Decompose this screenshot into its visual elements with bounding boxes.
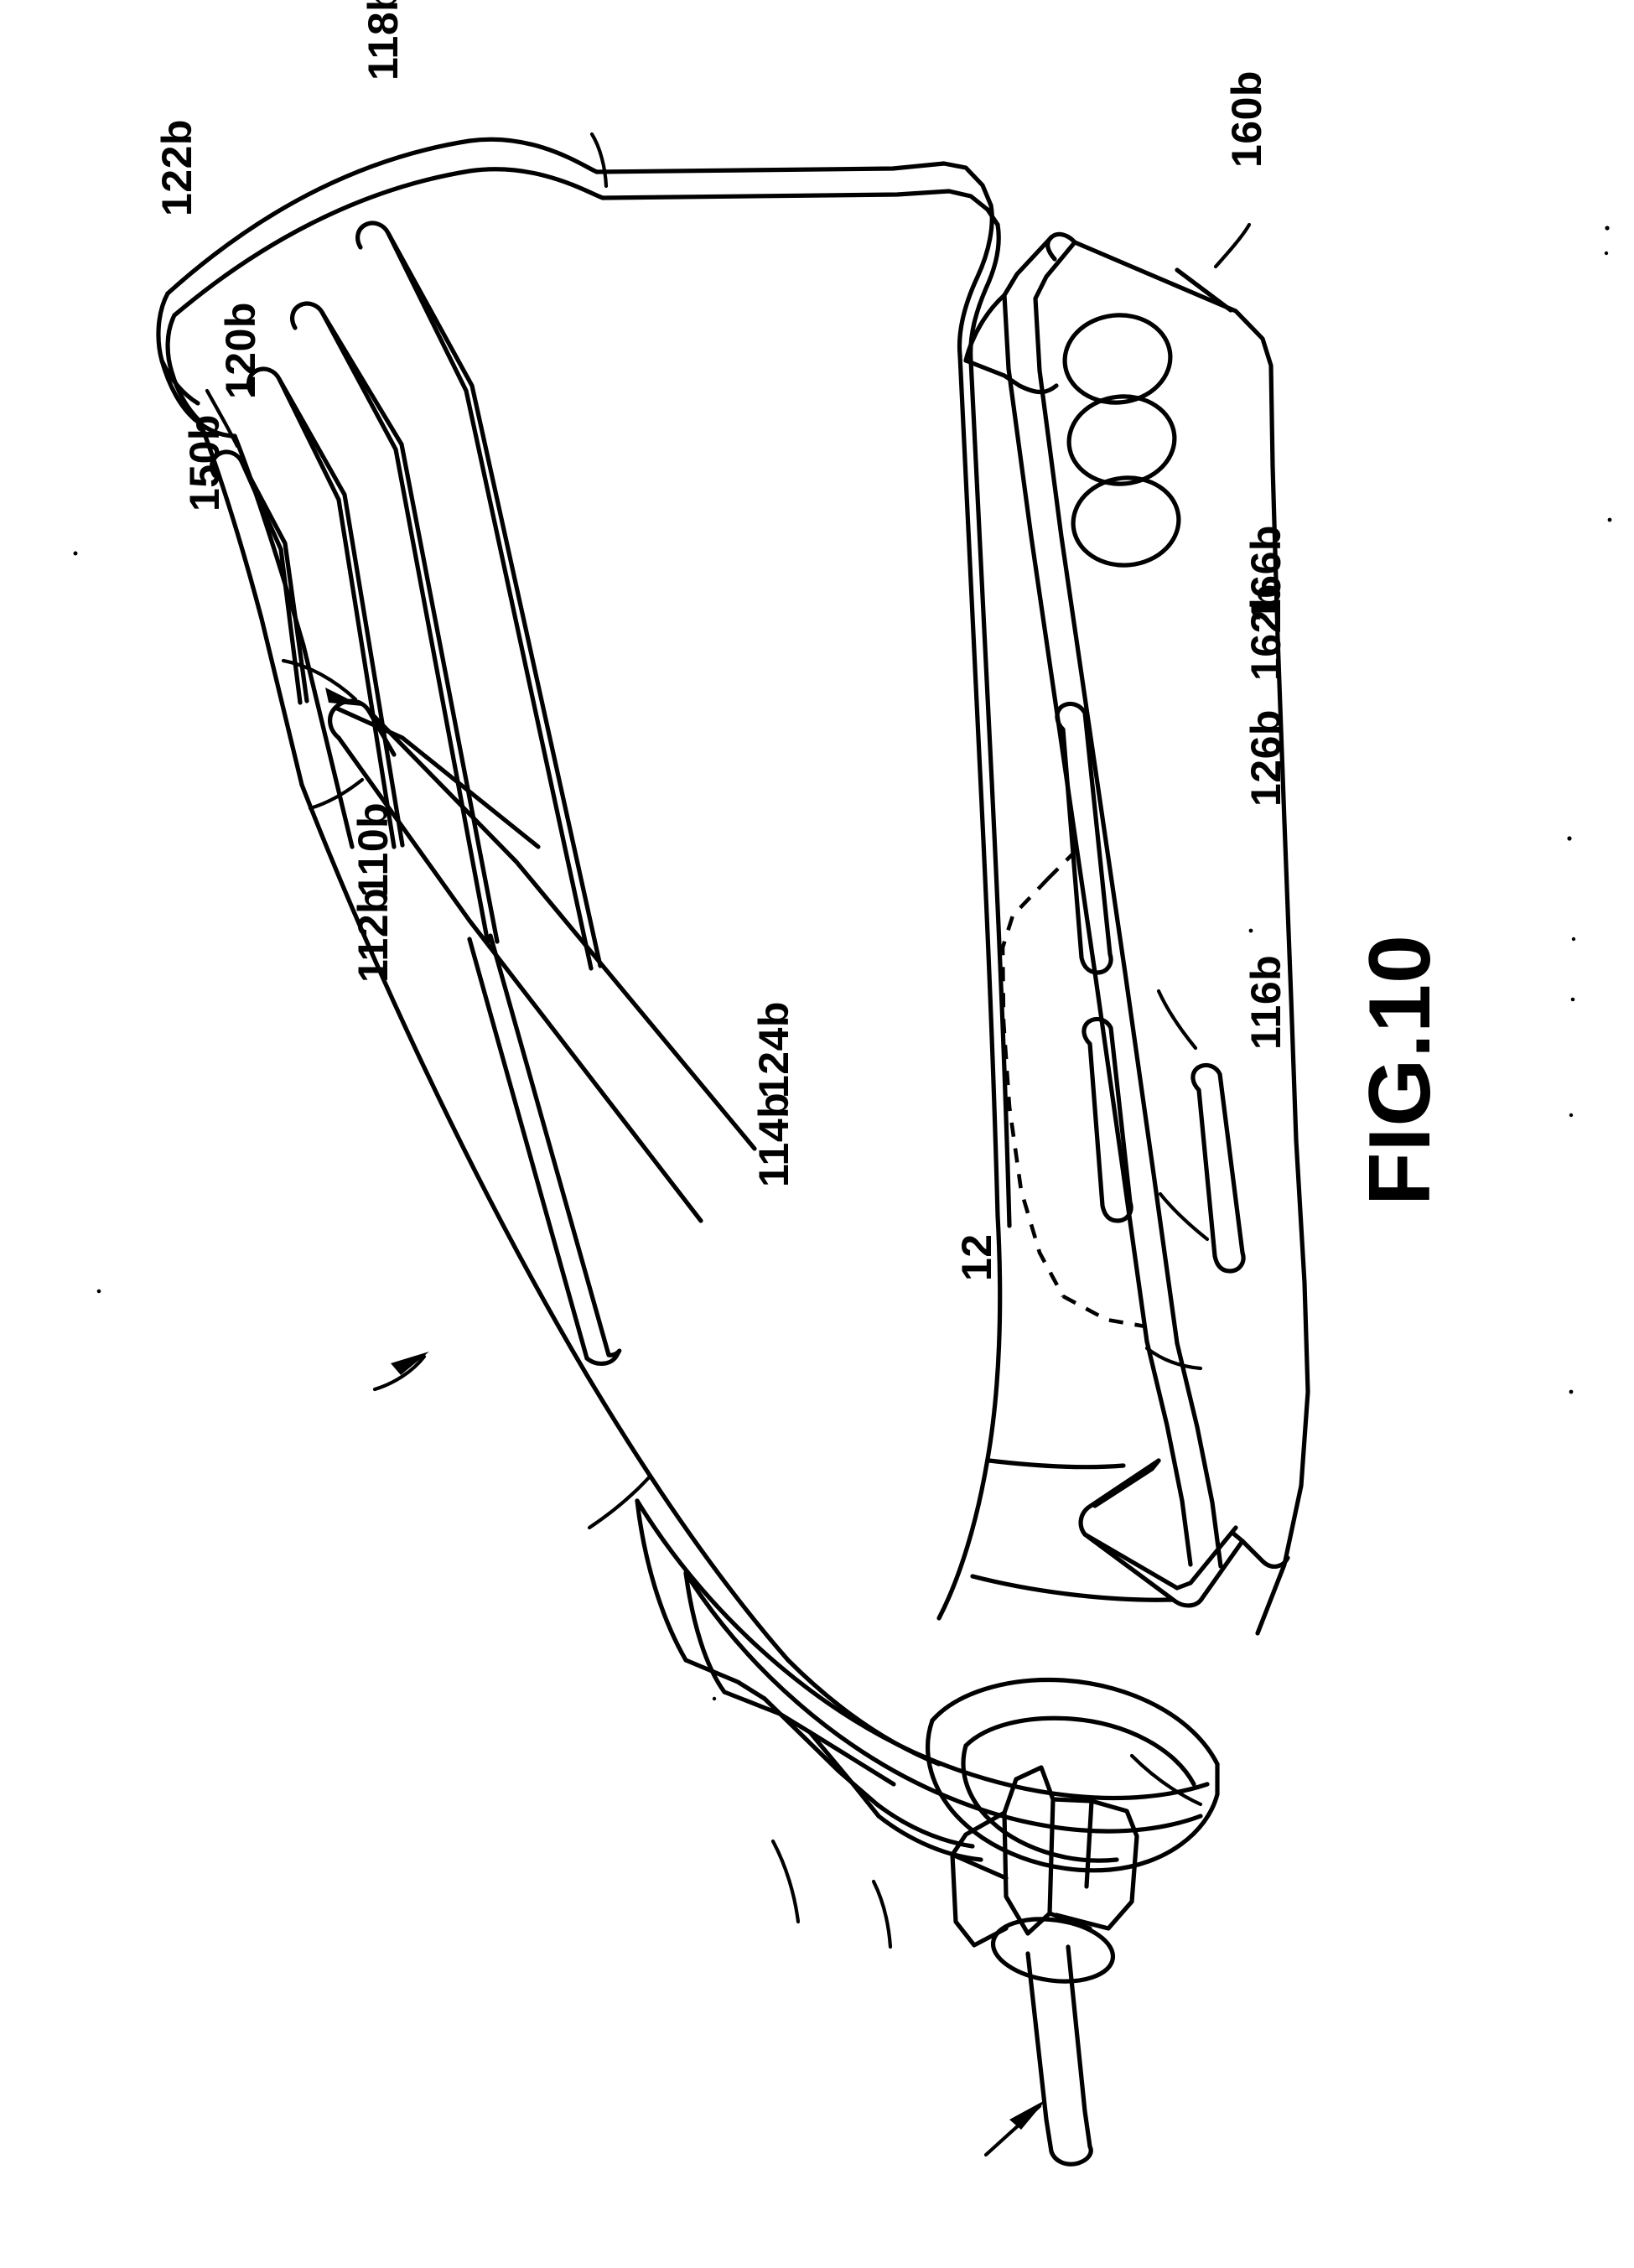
ref-numeral-114b: 114b <box>750 1092 797 1187</box>
scan-artifacts <box>73 226 1612 1701</box>
nose-cone-assembly <box>635 1498 1220 1873</box>
valve-fitting <box>950 1765 1139 1984</box>
fitting-hub <box>990 1917 1116 1984</box>
ref-numeral-112b: 112b <box>350 887 397 983</box>
ref-numeral-118b: 118b <box>360 0 407 80</box>
rear-skirt-126b <box>970 1138 1310 1636</box>
ref-numeral-116b: 116b <box>1242 954 1289 1050</box>
grip-shroud-outline <box>156 137 1001 439</box>
ref-numeral-110b: 110b <box>350 802 397 897</box>
blade-hole-1 <box>1062 313 1173 405</box>
outer-rib-150b <box>328 698 757 1223</box>
ref-numeral-122b: 122b <box>153 119 200 216</box>
ref-numeral-126b: 126b <box>1242 709 1289 807</box>
ref-numeral-124b: 124b <box>750 1001 797 1098</box>
main-body-112b <box>299 353 1012 1767</box>
body-long-slots <box>467 933 622 1366</box>
ref-numeral-162b: 162b <box>1242 584 1289 681</box>
ref-numeral-12: 12 <box>953 1233 1000 1281</box>
blade-hole-3 <box>1071 475 1181 568</box>
ref-numeral-160b: 160b <box>1223 70 1270 168</box>
ref-numeral-150b: 150b <box>181 414 228 511</box>
hidden-lines <box>1000 850 1146 1329</box>
ref-numeral-120b: 120b <box>217 302 264 399</box>
mounting-blade-160b <box>963 231 1299 1346</box>
blade-slots <box>1055 701 1246 1274</box>
supply-tube-12 <box>1025 1944 1093 2167</box>
blade-hole-2 <box>1066 394 1177 486</box>
figure-caption: FIG.10 <box>1351 934 1449 1206</box>
leader-lines <box>205 132 1252 2157</box>
